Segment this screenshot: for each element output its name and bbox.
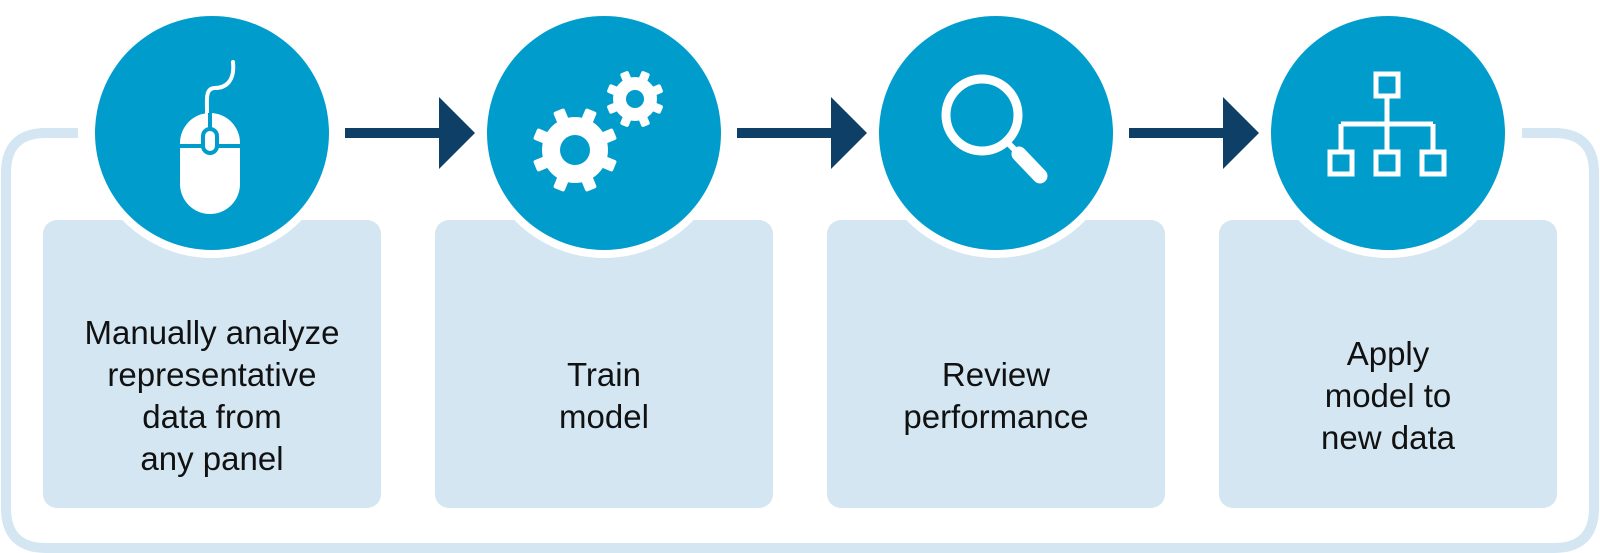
step-card-3: Review performance xyxy=(827,220,1165,508)
hierarchy-tree-icon xyxy=(1327,71,1447,177)
step-circle-2 xyxy=(487,16,721,250)
arrow-3-to-4 xyxy=(1129,97,1259,169)
step-card-1: Manually analyze representative data fro… xyxy=(43,220,381,508)
step-circle-1 xyxy=(95,16,329,250)
computer-mouse-icon xyxy=(180,60,240,214)
step-label-4: Apply model to new data xyxy=(1321,335,1455,456)
arrow-1-to-2 xyxy=(345,97,475,169)
step-card-2: Train model xyxy=(435,220,773,508)
gears-icon xyxy=(533,71,663,192)
step-label-1: Manually analyze representative data fro… xyxy=(84,314,340,477)
step-label-3: Review performance xyxy=(903,356,1089,435)
arrow-2-to-3 xyxy=(737,97,867,169)
magnifying-glass-icon xyxy=(941,74,1048,184)
step-card-4: Apply model to new data xyxy=(1219,220,1557,508)
step-label-2: Train model xyxy=(559,356,649,435)
step-circle-4 xyxy=(1271,16,1505,250)
step-circle-3 xyxy=(879,16,1113,250)
